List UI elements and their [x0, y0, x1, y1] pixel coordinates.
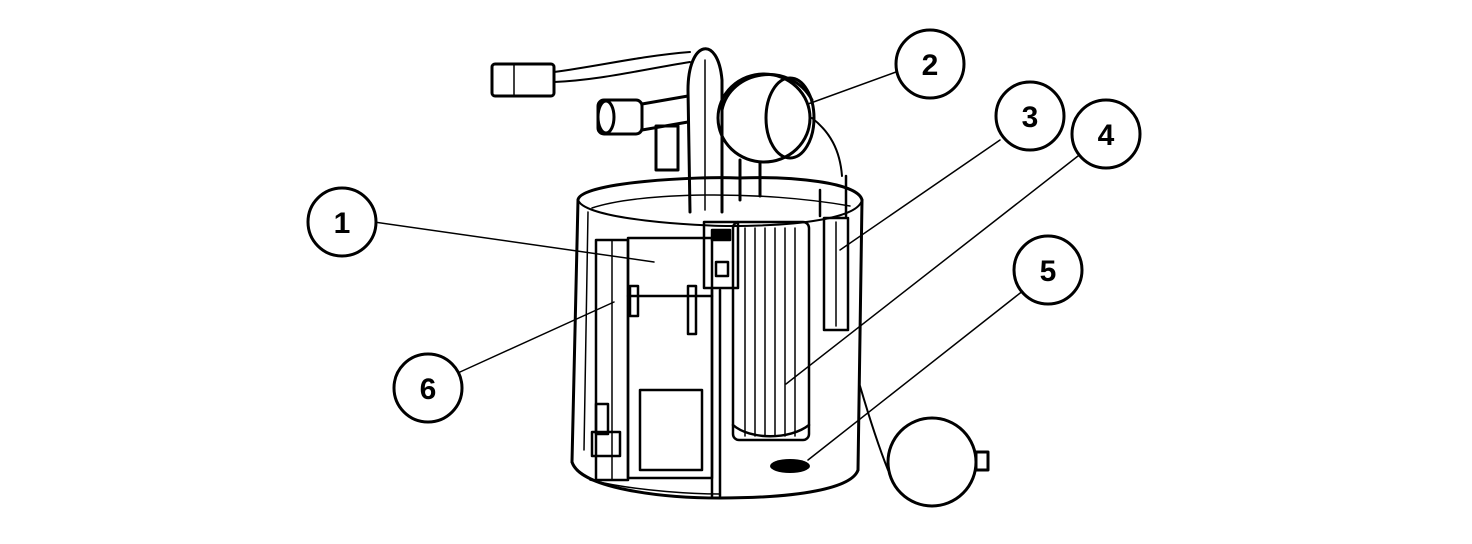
fuel-inlet-fitting — [596, 94, 690, 172]
callout-4-label: 4 — [1098, 119, 1115, 152]
leader-line-6 — [459, 301, 615, 373]
callout-6-label: 6 — [420, 373, 437, 406]
fuel-level-float — [859, 385, 990, 508]
callout-2: 2 — [894, 28, 966, 100]
callout-3: 3 — [994, 80, 1066, 152]
outlet-hose — [686, 47, 724, 214]
callout-1: 1 — [306, 186, 378, 258]
callout-5-label: 5 — [1040, 255, 1057, 288]
leader-line-2 — [807, 71, 897, 105]
callout-3-label: 3 — [1022, 101, 1039, 134]
callout-1-label: 1 — [334, 207, 351, 240]
callout-2-label: 2 — [922, 49, 939, 82]
leader-line-1 — [373, 221, 655, 263]
electrical-connector — [490, 51, 691, 98]
level-sender-bracket — [818, 174, 850, 332]
callout-5: 5 — [1012, 234, 1084, 306]
callout-4: 4 — [1070, 98, 1142, 170]
pressure-regulator — [716, 72, 843, 202]
leader-lines — [373, 71, 1079, 461]
reservoir-canister — [570, 176, 864, 500]
leader-line-5 — [807, 289, 1025, 461]
leader-line-3 — [839, 139, 1001, 251]
callout-6: 6 — [392, 352, 464, 424]
leader-line-4 — [785, 155, 1079, 385]
fuel-filter-column — [731, 220, 811, 442]
strainer-marker — [770, 459, 810, 473]
pump-bracket — [590, 220, 740, 498]
